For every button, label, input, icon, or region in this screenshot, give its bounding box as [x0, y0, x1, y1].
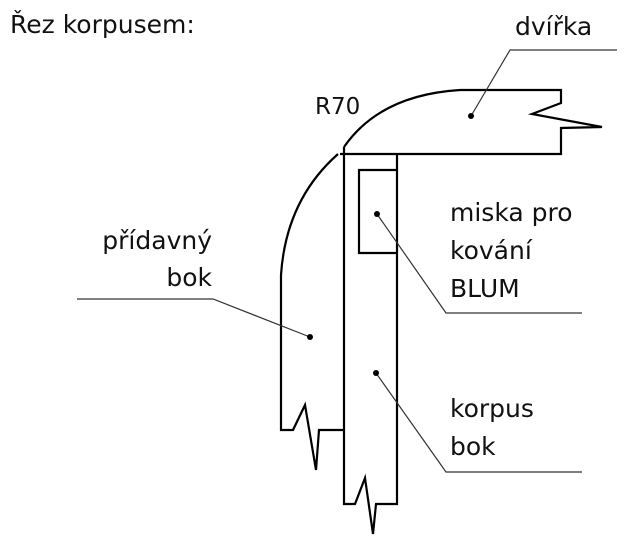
carcass-side-marker-dot	[373, 370, 379, 376]
extra-side-leader-line	[77, 298, 311, 338]
carcass-side-outline	[342, 147, 399, 535]
extra-side-marker-dot	[307, 334, 313, 340]
door-outline	[340, 88, 603, 156]
extra-side-outline	[279, 153, 344, 471]
door-label: dvířka	[515, 12, 593, 41]
extra-side-label-line1: přídavný	[102, 226, 212, 255]
door-marker-dot	[468, 113, 474, 119]
hinge-cup-label-line1: miska pro	[450, 198, 573, 227]
carcass-side-label-line2: bok	[450, 432, 496, 461]
hinge-cup-leader-line	[376, 213, 582, 314]
hinge-cup-outline	[357, 168, 397, 255]
carcass-side-leader-line	[375, 372, 582, 473]
radius-label: R70	[315, 94, 361, 120]
carcass-side-label-line1: korpus	[450, 394, 534, 423]
hinge-cup-label-line3: BLUM	[450, 274, 520, 303]
diagram-title: Řez korpusem:	[10, 10, 195, 39]
hinge-cup-label-line2: kování	[450, 236, 532, 265]
extra-side-label-line2: bok	[166, 263, 212, 292]
door-leader-line	[470, 49, 617, 117]
hinge-cup-marker-dot	[374, 211, 380, 217]
